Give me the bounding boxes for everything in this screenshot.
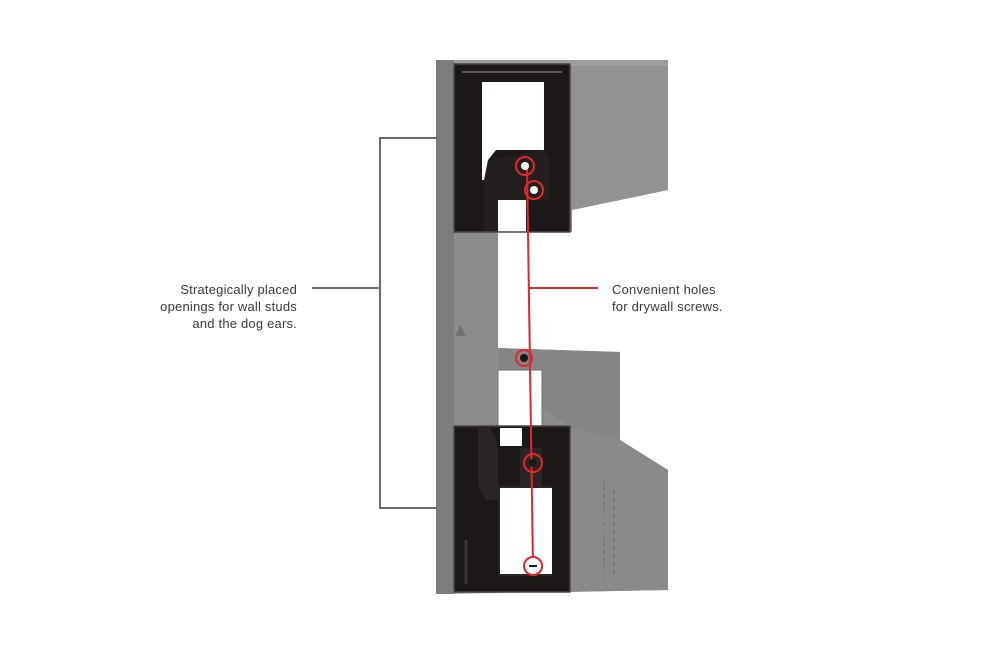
upper-frame-line [453, 63, 571, 233]
screw-hole-icon [523, 556, 543, 576]
callout-openings: Strategically placed openings for wall s… [160, 281, 297, 332]
callout-openings-line-3: and the dog ears. [192, 316, 297, 331]
arrow-up-icon: ▲ [455, 322, 466, 338]
screw-hole-icon [523, 453, 543, 473]
lower-frame-line [453, 425, 571, 593]
left-leader [312, 137, 438, 509]
bracket-part: ▲ [436, 60, 668, 594]
screw-hole-icon [515, 349, 533, 367]
bracket-left-edge [436, 60, 454, 594]
bracket-lower-wing [570, 428, 668, 592]
screw-holes [515, 156, 544, 576]
callout-screw-holes-line-1: Convenient holes [612, 282, 716, 297]
bracket-top-strip [454, 60, 668, 66]
upper-window [482, 82, 544, 180]
screw-hole-icon [524, 180, 544, 200]
callout-openings-line-1: Strategically placed [180, 282, 297, 297]
lower-window-top [500, 428, 522, 446]
callout-screw-holes-line-2: for drywall screws. [612, 299, 723, 314]
bracket-upper-wing [572, 60, 668, 210]
screw-hole-icon [515, 156, 535, 176]
callout-openings-line-2: openings for wall studs [160, 299, 297, 314]
callout-screw-holes: Convenient holes for drywall screws. [612, 281, 723, 315]
left-leader-bracket [379, 137, 438, 509]
upper-window-lower [498, 200, 526, 232]
right-leader [526, 165, 598, 567]
embossed-marking [603, 480, 615, 580]
screw-line [526, 165, 534, 567]
